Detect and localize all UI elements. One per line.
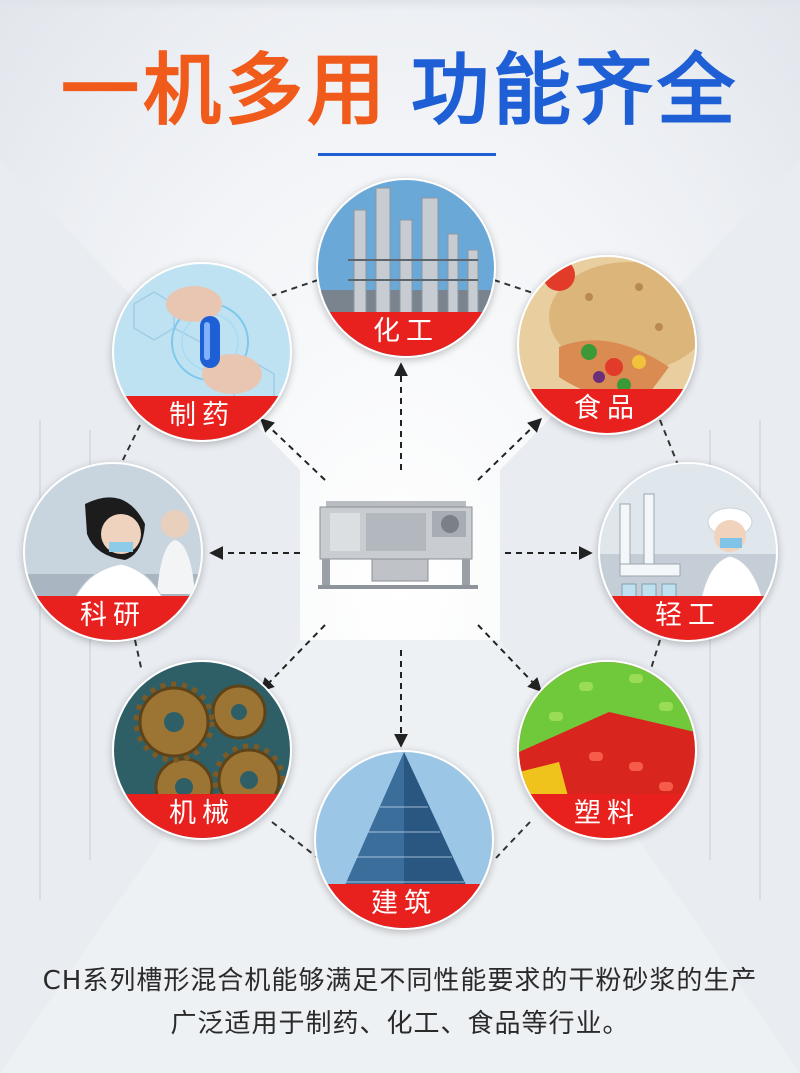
node-light-industry: 轻工 <box>598 462 778 642</box>
node-label: 塑料 <box>519 794 695 838</box>
node-label: 科研 <box>25 596 201 640</box>
node-label: 制药 <box>114 396 290 440</box>
trough-mixer-machine-icon <box>318 501 478 589</box>
node-label: 轻工 <box>600 596 776 640</box>
node-label: 建筑 <box>316 884 492 928</box>
headline: 一机多用功能齐全 <box>0 52 800 130</box>
node-label: 机械 <box>114 794 290 838</box>
node-label: 食品 <box>519 389 695 433</box>
node-pharma: 制药 <box>112 262 292 442</box>
node-research: 科研 <box>23 462 203 642</box>
top-strip <box>0 0 800 10</box>
headline-part2: 功能齐全 <box>411 46 740 136</box>
node-machinery: 机械 <box>112 660 292 840</box>
headline-part1: 一机多用 <box>60 46 389 136</box>
description-line-1: CH系列槽形混合机能够满足不同性能要求的干粉砂浆的生产 <box>42 966 758 996</box>
headline-underline <box>318 153 496 156</box>
node-food: 食品 <box>517 255 697 435</box>
description-line-2: 广泛适用于制药、化工、食品等行业。 <box>170 1009 630 1039</box>
node-chemical: 化工 <box>316 178 496 358</box>
node-plastics: 塑料 <box>517 660 697 840</box>
node-construction: 建筑 <box>314 750 494 930</box>
node-label: 化工 <box>318 312 494 356</box>
